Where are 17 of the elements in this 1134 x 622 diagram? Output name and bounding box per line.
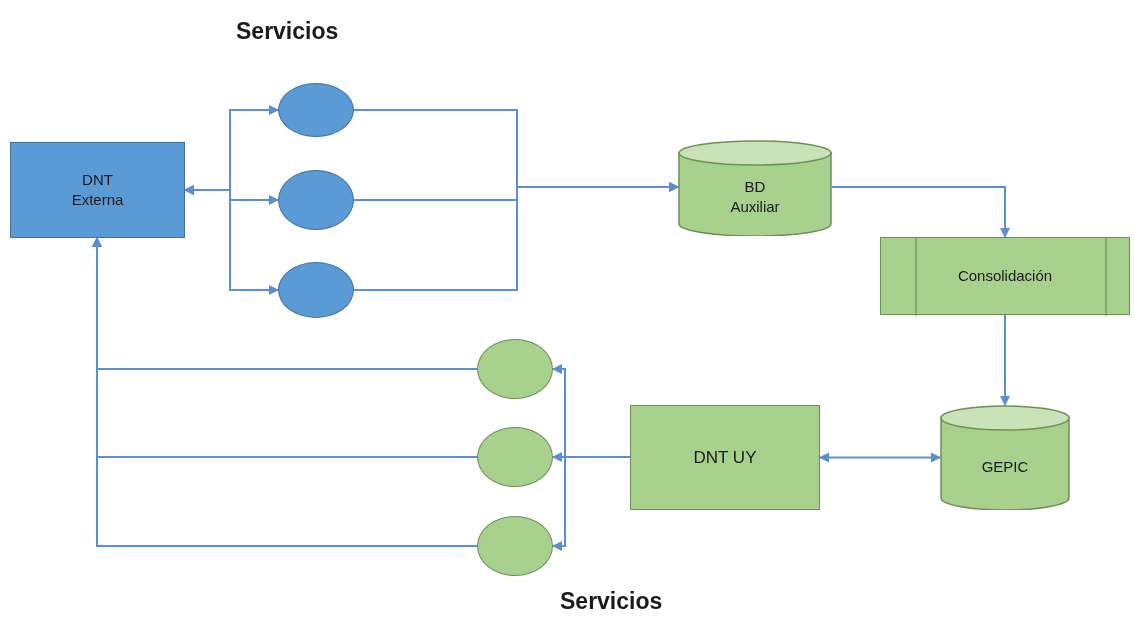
node-label: Consolidación [957,266,1053,286]
arrow [1000,314,1010,406]
node-label: DNT Externa [70,170,125,210]
section-heading: Servicios [236,18,339,45]
section-heading: Servicios [560,588,663,615]
node-label: GEPIC [981,456,1029,477]
arrow [552,456,631,551]
process-box [10,142,185,238]
arrow [831,186,1010,238]
arrow [184,185,279,295]
predefined-process-box [880,237,1130,315]
node-label: BD Auxiliar [729,177,781,217]
arrow [92,237,478,547]
process-box [630,405,820,510]
arrow [353,182,679,291]
node-label: DNT UY [693,447,757,468]
arrow [819,452,941,463]
